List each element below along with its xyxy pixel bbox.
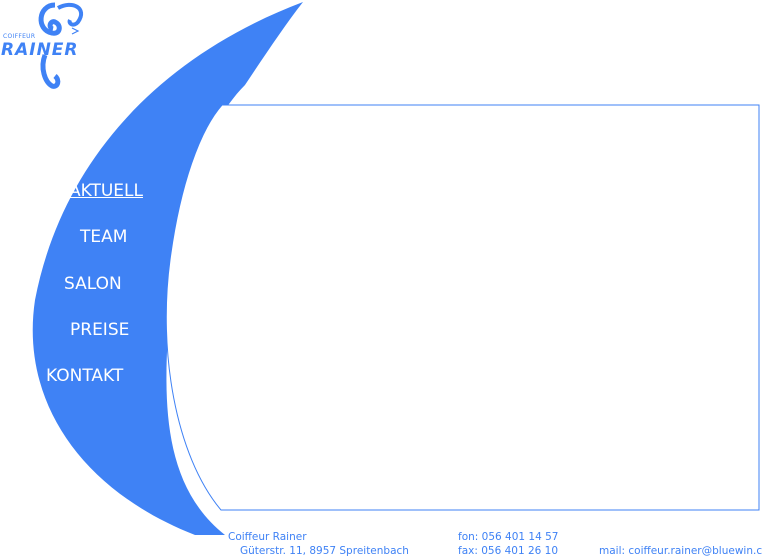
footer-fax: fax: 056 401 26 10 (458, 545, 559, 557)
logo-glyph-icon (38, 2, 84, 89)
nav-item-preise[interactable]: PREISE (70, 320, 130, 340)
nav-item-kontakt[interactable]: KONTAKT (46, 366, 124, 386)
footer-business-name: Coiffeur Rainer (228, 531, 307, 543)
footer-address: Güterstr. 11, 8957 Spreitenbach (240, 545, 409, 557)
footer-phone: fon: 056 401 14 57 (458, 531, 559, 543)
content-frame (165, 104, 760, 511)
logo-name: RAINER (1, 40, 79, 60)
logo-small-label: COIFFEUR (3, 33, 36, 40)
nav-item-salon[interactable]: SALON (64, 274, 122, 294)
blue-crescent-shape (32, 2, 304, 535)
nav-item-aktuell[interactable]: AKTUELL (69, 181, 143, 201)
nav-item-team[interactable]: TEAM (80, 227, 128, 247)
footer-email-link[interactable]: mail: coiffeur.rainer@bluewin.ch (599, 545, 763, 557)
